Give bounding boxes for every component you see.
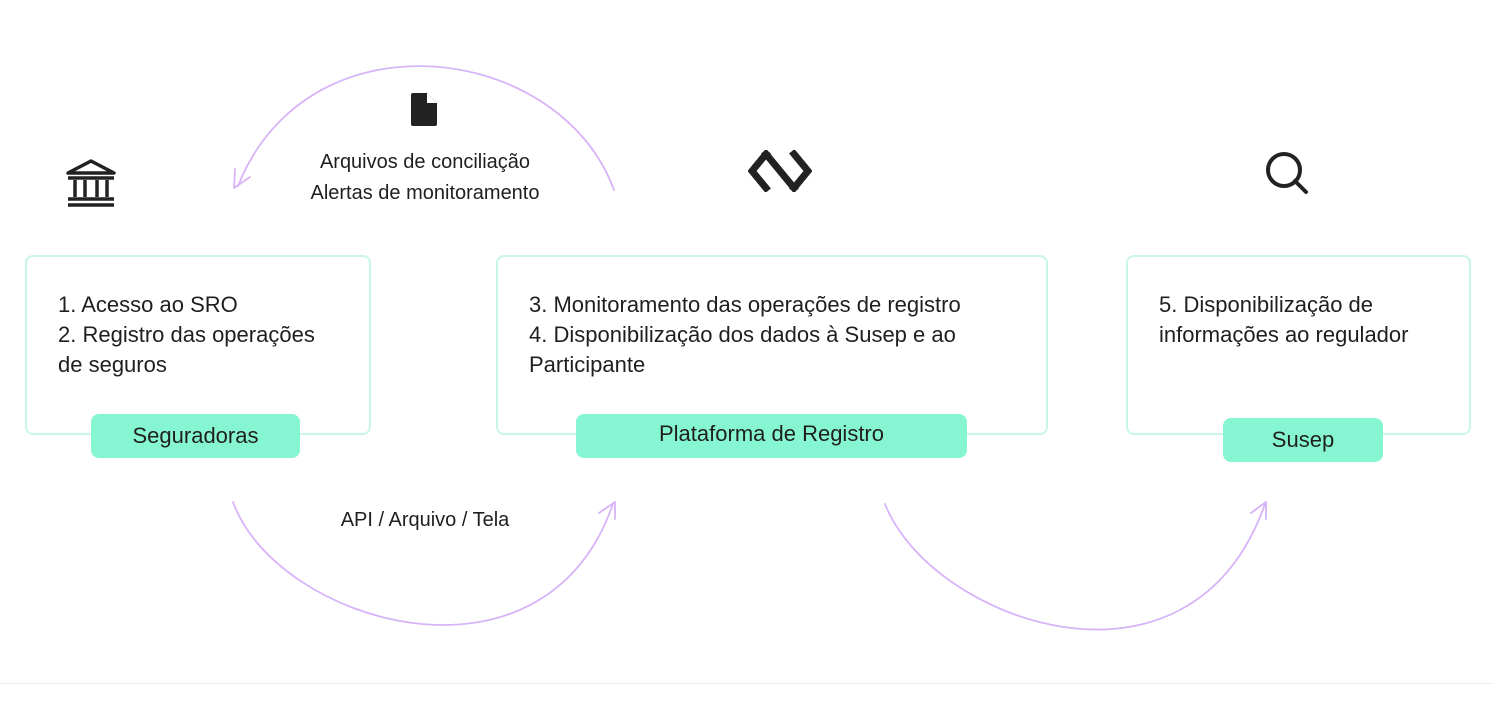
integration-arrowhead xyxy=(598,501,616,520)
bank-icon xyxy=(66,159,116,207)
feedback-line-1: Arquivos de conciliação xyxy=(319,151,531,173)
integration-flow-label: API / Arquivo / Tela xyxy=(340,509,510,531)
feedback-flow-label: Arquivos de conciliação Alertas de monit… xyxy=(270,147,580,209)
seguradoras-pill: Seguradoras xyxy=(91,414,300,458)
regulator-arrow-arc xyxy=(884,503,1266,631)
plataforma-steps: 3. Monitoramento das operações de regist… xyxy=(529,292,961,377)
seguradoras-card: 1. Acesso ao SRO 2. Registro das operaçõ… xyxy=(25,255,371,435)
susep-pill: Susep xyxy=(1223,418,1383,462)
regulator-arrowhead xyxy=(1250,501,1267,520)
feedback-line-2: Alertas de monitoramento xyxy=(310,182,540,204)
platform-logo-icon xyxy=(748,150,812,192)
bottom-divider xyxy=(0,683,1493,684)
feedback-arrowhead xyxy=(233,168,251,189)
susep-card: 5. Disponibilização de informações ao re… xyxy=(1126,255,1471,435)
document-icon xyxy=(411,93,437,126)
seguradoras-steps: 1. Acesso ao SRO 2. Registro das operaçõ… xyxy=(58,292,315,377)
plataforma-pill: Plataforma de Registro xyxy=(576,414,967,458)
plataforma-card: 3. Monitoramento das operações de regist… xyxy=(496,255,1048,435)
susep-steps: 5. Disponibilização de informações ao re… xyxy=(1159,292,1409,347)
search-icon xyxy=(1266,152,1308,194)
